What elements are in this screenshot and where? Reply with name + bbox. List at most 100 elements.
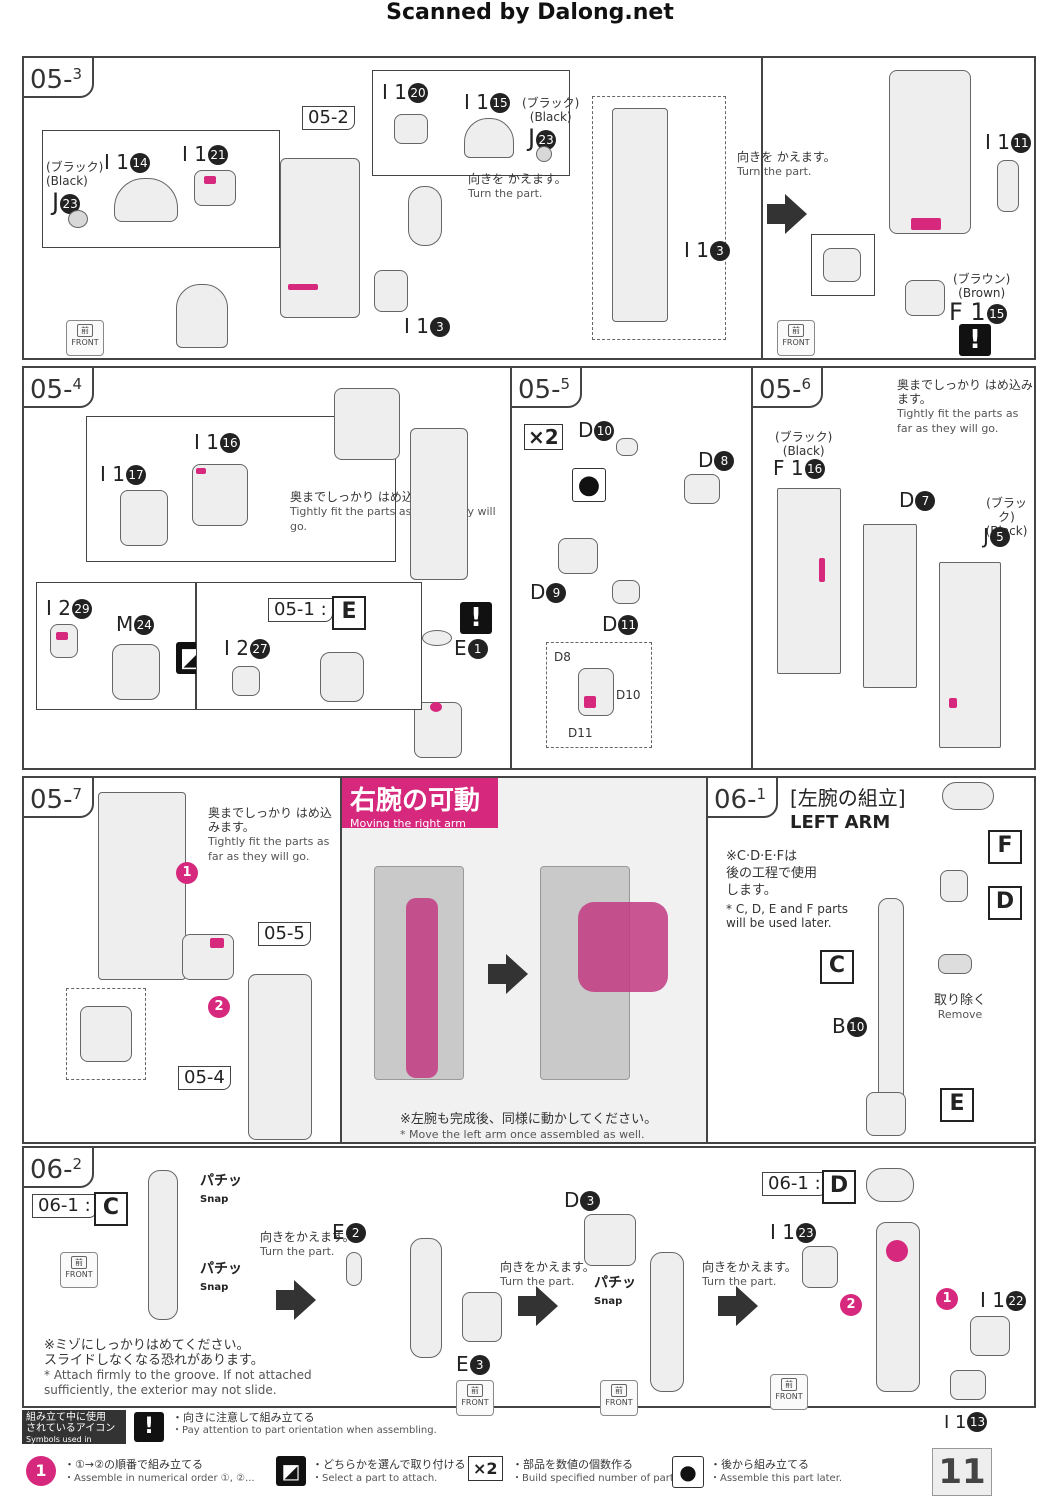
- next-arrow: [518, 1286, 558, 1326]
- transition-arrow: [488, 954, 528, 994]
- part-shape: [578, 668, 614, 716]
- tight-fit-note: 奥までしっかり はめ込みます。Tightly fit the parts as …: [208, 806, 332, 863]
- legend-order-icon: 1: [26, 1456, 56, 1486]
- hand-part: [320, 652, 364, 702]
- part-highlight: [288, 284, 318, 290]
- part-highlight: [196, 468, 206, 474]
- step-id: 06-2: [22, 1146, 95, 1188]
- part-shape: [584, 1214, 636, 1266]
- ref-05-4: 05-4: [178, 1066, 231, 1090]
- part-shape: [950, 1370, 986, 1400]
- next-arrow: [276, 1280, 316, 1320]
- arm-runner: [148, 1170, 178, 1320]
- part-shape: [394, 114, 428, 144]
- step-2-marker: 2: [840, 1294, 862, 1316]
- reference-box: [592, 96, 726, 340]
- step-1-marker: 1: [936, 1288, 958, 1310]
- part-shape: [866, 1168, 914, 1202]
- part-shape: [346, 1252, 362, 1286]
- arm-bent-highlight: [578, 902, 668, 992]
- legend-later-text: ・後から組み立てる・Assemble this part later.: [710, 1458, 843, 1484]
- d11-label: D11: [568, 726, 593, 740]
- turn-note: 向きをかえます。Turn the part.: [260, 1230, 355, 1258]
- step-id: 05-7: [22, 776, 95, 818]
- ring-part: [823, 248, 861, 282]
- part-shape: [684, 474, 720, 504]
- legend-warning-text: ・向きに注意して組み立てる・Pay attention to part orie…: [172, 1411, 437, 1437]
- part-shape: [192, 464, 248, 526]
- part-shape: [114, 178, 178, 222]
- part-shape: [970, 1316, 1010, 1356]
- tight-fit-note: 奥までしっかり はめ込みます。Tightly fit the parts as …: [290, 490, 496, 533]
- times-2-icon: ×2: [524, 424, 563, 450]
- leg-assembly: [410, 428, 468, 580]
- part-highlight: [204, 176, 216, 184]
- black-label: (ブラック)(Black): [46, 160, 104, 188]
- d8-label: D8: [554, 650, 571, 664]
- part-shape: [997, 160, 1019, 212]
- step-id: 06-1: [706, 776, 779, 818]
- moving-note: ※左腕も完成後、同様に動かしてください。* Move the left arm …: [400, 1112, 658, 1142]
- part-shape: [408, 186, 442, 246]
- part-letter-e: E: [940, 1088, 974, 1122]
- leg-cap: [176, 284, 228, 348]
- reference-box: [66, 988, 146, 1080]
- legend-warning-icon: !: [134, 1412, 164, 1442]
- tight-fit-note: 奥までしっかり はめ込みます。Tightly fit the parts as …: [897, 378, 1033, 435]
- part-shape: [120, 490, 168, 546]
- cover-frame: [777, 488, 841, 674]
- assembled-preview-box: [546, 642, 652, 748]
- turn-note: 向きをかえます。Turn the part.: [702, 1260, 797, 1288]
- part-shape: [68, 210, 88, 228]
- hand-part: [112, 644, 160, 700]
- part-letter-f: F: [988, 830, 1022, 864]
- removable-part: [938, 954, 972, 974]
- part-shape: [612, 580, 640, 604]
- arm-runner: [410, 1238, 442, 1358]
- left-arm-title-jp: [左腕の組立]: [790, 786, 906, 810]
- part-highlight: [911, 218, 941, 230]
- part-highlight: [430, 702, 442, 712]
- turn-note: 向きをかえます。Turn the part.: [500, 1260, 595, 1288]
- part-shape: [536, 146, 552, 162]
- turn-note: 向きを かえます。Turn the part.: [468, 172, 567, 200]
- step-id: 05-6: [751, 366, 824, 408]
- ref-05-2: 05-2: [302, 106, 355, 130]
- moving-right-arm-panel: 右腕の可動 Moving the right arm ※左腕も完成後、同様に動か…: [340, 776, 708, 1144]
- left-arm-title-en: LEFT ARM: [790, 812, 891, 833]
- brown-label: (ブラウン)(Brown): [953, 272, 1011, 300]
- legend-order-text: ・①→②の順番で組み立てる・Assemble in numerical orde…: [64, 1458, 255, 1484]
- ref-05-1: 05-1 :: [268, 598, 333, 622]
- legend-later-icon: ●: [672, 1456, 704, 1488]
- part-d-shape: [940, 870, 968, 902]
- arm-straight-highlight: [406, 898, 438, 1078]
- part-shape: [905, 280, 945, 316]
- page-number: 11: [932, 1448, 992, 1496]
- moving-title-en: Moving the right arm: [350, 817, 466, 830]
